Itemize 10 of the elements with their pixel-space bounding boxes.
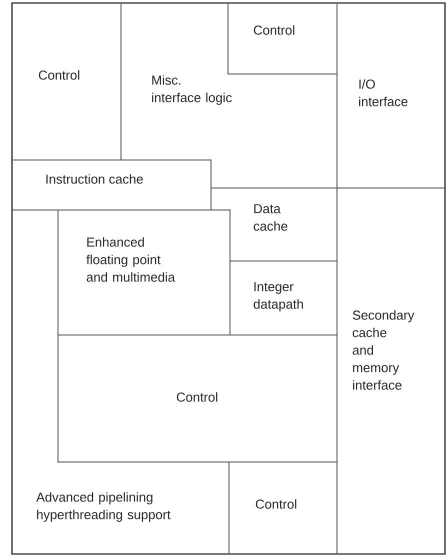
floorplan-block: Control [12,2,122,160]
floorplan-block: Control [58,334,338,462]
floorplan-block: Control [228,2,338,74]
floorplan-block: Secondary cache and memory interface [336,188,446,554]
floorplan-block: Control [228,462,338,554]
floorplan-block: Enhanced floating point and multimedia [58,210,230,336]
floorplan-block: Instruction cache [12,160,212,210]
floorplan-block: Integer datapath [230,260,338,336]
floorplan-block: Data cache [210,188,338,262]
floorplan-block: I/O interface [336,2,446,188]
